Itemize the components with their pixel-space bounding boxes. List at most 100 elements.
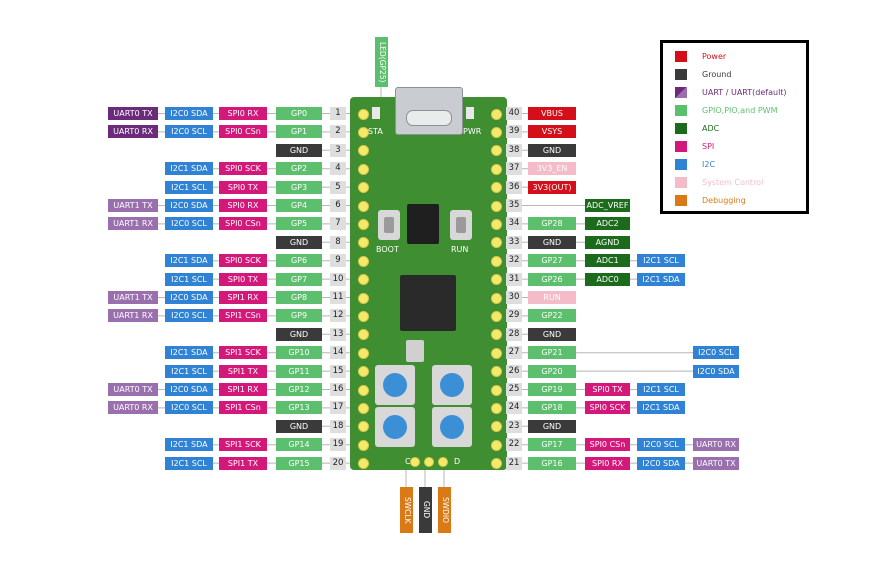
pad-right-20: [491, 458, 502, 470]
pin-30-number: 30: [506, 291, 522, 304]
pin-20-label-0: I2C1 SCL: [165, 456, 213, 470]
pin-31-number: 31: [506, 272, 522, 286]
pad-right-12: [491, 310, 502, 322]
pin-5-label-1: SPI0 TX: [219, 180, 267, 194]
button-x[interactable]: [375, 407, 415, 447]
led-gp25-label: LED(GP25): [375, 37, 388, 87]
pin-7-label-1: I2C0 SCL: [165, 217, 213, 231]
pad-left-14: [358, 347, 369, 359]
pin-40-number: 40: [506, 107, 522, 120]
pin-14-number: 14: [330, 346, 346, 360]
pad-left-12: [358, 310, 369, 322]
pin-27-label-1: I2C0 SCL: [693, 346, 739, 360]
pin-37-number: 37: [506, 162, 522, 176]
pin-30-label-0: RUN: [528, 291, 576, 304]
usb-port-opening: [406, 110, 452, 126]
pin-3-number: 3: [330, 143, 346, 157]
swclk-text: SWCLK: [403, 496, 412, 524]
swd-c-label: C: [405, 457, 411, 466]
boot-button-cap: [384, 217, 394, 233]
pin-15-label-1: SPI1 TX: [219, 364, 267, 378]
pad-left-5: [358, 182, 369, 194]
pin-32-number: 32: [506, 254, 522, 268]
pin-2-label-3: GP1: [276, 125, 322, 139]
pin-32-label-2: I2C1 SCL: [637, 254, 685, 268]
pin-10-label-2: GP7: [276, 272, 322, 286]
legend-swatch: [675, 105, 687, 116]
pin-10-label-1: SPI0 TX: [219, 272, 267, 286]
swdio-label: SWDIO: [438, 487, 451, 533]
pin-22-label-0: GP17: [528, 438, 576, 452]
pin-14-label-1: SPI1 SCK: [219, 346, 267, 360]
legend-swatch: [675, 159, 687, 170]
pin-35-number: 35: [506, 199, 522, 212]
pad-left-15: [358, 366, 369, 378]
pin-22-label-2: I2C0 SCL: [637, 438, 685, 452]
pin-31-label-2: I2C1 SDA: [637, 272, 685, 286]
legend-swatch: [675, 141, 687, 152]
sta-label: STA: [368, 127, 383, 136]
button-b[interactable]: [432, 365, 472, 405]
button-a[interactable]: [375, 365, 415, 405]
pin-2-label-0: UART0 RX: [108, 125, 158, 139]
pin-17-label-3: GP13: [276, 401, 322, 415]
pin-8-number: 8: [330, 235, 346, 249]
pad-right-13: [491, 329, 502, 341]
boot-button[interactable]: [378, 210, 400, 240]
pad-right-2: [491, 126, 502, 138]
button-b-cap: [440, 373, 464, 397]
pad-right-17: [491, 402, 502, 414]
pin-36-number: 36: [506, 180, 522, 194]
pin-36-label-0: 3V3(OUT): [528, 180, 576, 194]
pin-33-number: 33: [506, 235, 522, 249]
pin-16-label-1: I2C0 SDA: [165, 383, 213, 396]
pin-21-label-3: UART0 TX: [693, 456, 739, 470]
pin-10-label-0: I2C1 SCL: [165, 272, 213, 286]
pad-left-10: [358, 274, 369, 286]
swd-pad-swdio: [438, 457, 448, 467]
legend-label: ADC: [702, 124, 720, 133]
pin-18-label-0: GND: [276, 419, 322, 433]
pin-19-label-1: SPI1 SCK: [219, 438, 267, 452]
pad-right-3: [491, 145, 502, 157]
pad-left-3: [358, 145, 369, 157]
pin-33-label-1: AGND: [585, 235, 630, 249]
pin-4-label-1: SPI0 SCK: [219, 162, 267, 176]
pin-17-number: 17: [330, 401, 346, 415]
pin-28-label-0: GND: [528, 327, 576, 341]
pad-right-10: [491, 274, 502, 286]
pad-left-18: [358, 421, 369, 433]
pin-21-label-1: SPI0 RX: [585, 456, 630, 470]
legend-label: System Control: [702, 178, 764, 187]
pin-27-label-0: GP21: [528, 346, 576, 360]
pad-right-11: [491, 292, 502, 304]
pin-39-number: 39: [506, 125, 522, 139]
run-button-cap: [456, 217, 466, 233]
run-button[interactable]: [450, 210, 472, 240]
pin-6-label-1: I2C0 SDA: [165, 199, 213, 212]
pad-right-15: [491, 366, 502, 378]
pin-14-label-0: I2C1 SDA: [165, 346, 213, 360]
pwr-led: [466, 107, 474, 119]
pin-32-label-1: ADC1: [585, 254, 630, 268]
pad-left-20: [358, 458, 369, 470]
pad-left-2: [358, 126, 369, 138]
pad-left-19: [358, 439, 369, 451]
pad-right-5: [491, 182, 502, 194]
legend-label: SPI: [702, 142, 715, 151]
button-x-cap: [383, 415, 407, 439]
usb-c-connector: [395, 87, 463, 135]
pin-12-label-0: UART1 RX: [108, 309, 158, 323]
pin-20-number: 20: [330, 456, 346, 470]
swd-d-label: D: [454, 457, 461, 466]
button-y[interactable]: [432, 407, 472, 447]
pin-6-label-0: UART1 TX: [108, 199, 158, 212]
pad-left-4: [358, 163, 369, 175]
pin-5-label-2: GP3: [276, 180, 322, 194]
pin-38-number: 38: [506, 143, 522, 157]
pad-left-16: [358, 384, 369, 396]
legend-label: Debugging: [702, 196, 746, 205]
legend-swatch: [675, 51, 687, 62]
pin-6-number: 6: [330, 199, 346, 212]
legend-label: I2C: [702, 160, 716, 169]
